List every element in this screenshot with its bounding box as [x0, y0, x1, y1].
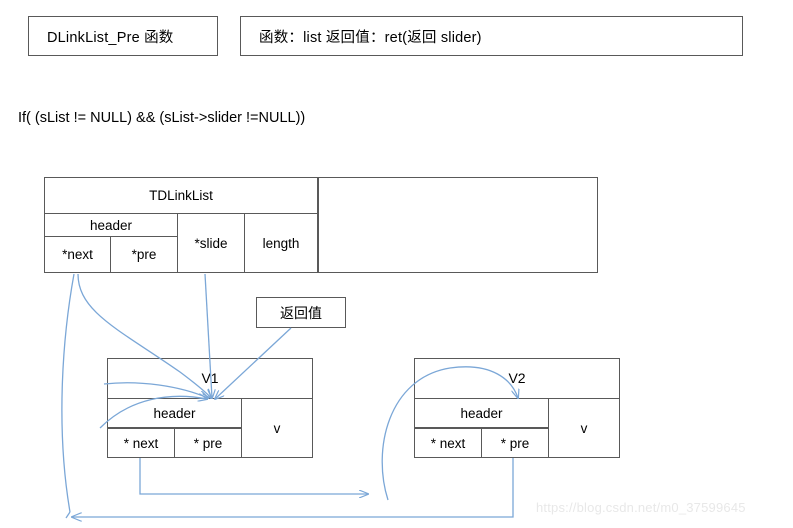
- node-v2-title: V2: [508, 370, 526, 386]
- curve-left-spine: [61, 273, 75, 513]
- arrow-v1-next-to-v2: [139, 458, 368, 494]
- function-name-label: DLinkList_Pre 函数: [47, 29, 174, 46]
- struct-table-title: TDLinkList: [44, 177, 318, 214]
- node-v1-header-group: header: [107, 398, 242, 428]
- struct-cell-next: *next: [44, 236, 111, 273]
- condition-statement: If( (sList != NULL) && (sList->slider !=…: [18, 110, 306, 126]
- return-value-label: 返回值: [280, 304, 322, 321]
- node-v2-cell-pre: * pre: [481, 428, 549, 458]
- node-v1-title: V1: [201, 370, 219, 386]
- curve-left-spine-tail: [65, 511, 71, 519]
- function-name-box: DLinkList_Pre 函数: [28, 16, 218, 56]
- node-v1-value-cell: v: [241, 398, 313, 458]
- arrow-v2-pre-to-head: [72, 458, 514, 517]
- node-v2-cell-next: * next: [414, 428, 482, 458]
- function-signature-box: 函数：list 返回值：ret(返回 slider): [240, 16, 743, 56]
- node-v1-cell-pre: * pre: [174, 428, 242, 458]
- struct-table-empty-region: [318, 177, 598, 273]
- node-v1-cell-next: * next: [107, 428, 175, 458]
- node-v2-header-group: header: [414, 398, 549, 428]
- struct-cell-pre: *pre: [110, 236, 178, 273]
- struct-cell-length: length: [244, 213, 318, 273]
- return-value-callout: 返回值: [256, 297, 346, 328]
- function-signature-label: 函数：list 返回值：ret(返回 slider): [259, 29, 482, 46]
- node-v2-value-cell: v: [548, 398, 620, 458]
- struct-table-header-group: header: [44, 213, 178, 237]
- csdn-watermark: https://blog.csdn.net/m0_37599645: [536, 500, 746, 515]
- struct-cell-slide: *slide: [177, 213, 245, 273]
